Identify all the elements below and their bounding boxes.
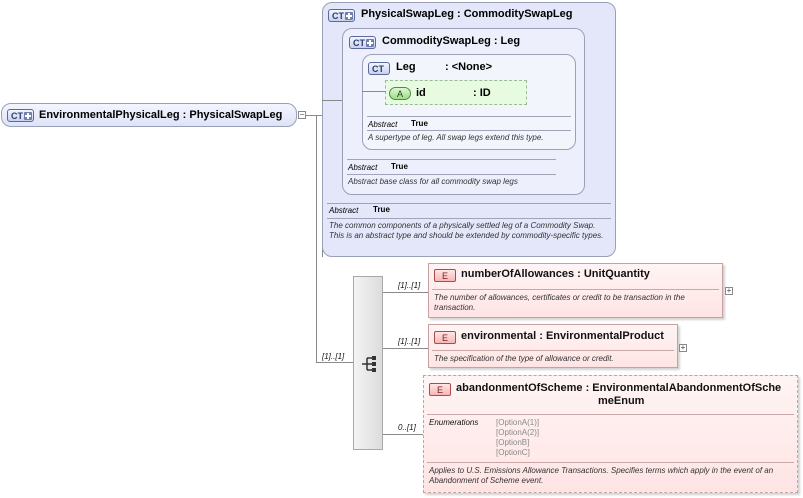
enumeration-value: [OptionA(2)]	[496, 428, 540, 437]
abstract-value: True	[373, 205, 390, 214]
attribute-icon: A	[389, 87, 411, 100]
attribute-name: id	[416, 87, 426, 99]
connector	[383, 292, 428, 293]
abstract-value: True	[391, 162, 408, 171]
element-documentation: The specification of the type of allowan…	[434, 354, 614, 363]
element-documentation: The number of allowances, certificates o…	[434, 293, 685, 312]
physical-swap-leg-title: PhysicalSwapLeg : CommoditySwapLeg	[361, 8, 573, 20]
sequence-compositor[interactable]	[353, 276, 383, 450]
separator	[427, 414, 794, 415]
sequence-compositor-icon	[362, 356, 376, 372]
separator	[347, 174, 556, 175]
element-documentation: Applies to U.S. Emissions Allowance Tran…	[429, 466, 774, 485]
root-type-node[interactable]: CT EnvironmentalPhysicalLeg : PhysicalSw…	[1, 103, 297, 127]
badge-text: CT	[332, 11, 344, 21]
enumerations-label: Enumerations	[429, 418, 479, 427]
root-type-label: EnvironmentalPhysicalLeg : PhysicalSwapL…	[39, 109, 283, 121]
element-title: environmental : EnvironmentalProduct	[461, 330, 664, 342]
element-title-line-1: abandonmentOfScheme : EnvironmentalAband…	[456, 382, 782, 394]
connector	[383, 434, 423, 435]
connector	[316, 362, 353, 363]
element-icon: E	[434, 269, 456, 282]
badge-text: CT	[11, 111, 23, 121]
element-icon: E	[429, 383, 451, 396]
connector	[316, 115, 317, 362]
enumeration-value: [OptionC]	[496, 448, 530, 457]
attribute-id-box[interactable]: A id : ID	[385, 80, 527, 105]
physical-swap-leg-documentation: The common components of a physically se…	[329, 221, 604, 240]
abstract-value: True	[411, 119, 428, 128]
abstract-label: Abstract	[329, 206, 359, 215]
element-title-line-2: meEnum	[598, 395, 645, 407]
separator	[432, 289, 719, 290]
connector	[383, 348, 428, 349]
complex-type-icon: CT	[328, 9, 355, 22]
enumeration-value: [OptionA(1)]	[496, 418, 540, 427]
abstract-label: Abstract	[348, 163, 378, 172]
expand-element-icon[interactable]: +	[725, 286, 733, 295]
complex-type-icon: CT	[368, 62, 390, 75]
element-cardinality: [1]..[1]	[398, 281, 421, 290]
enumeration-value: [OptionB]	[496, 438, 530, 447]
separator	[327, 218, 611, 219]
leg-title-name: Leg	[396, 61, 416, 73]
element-title: numberOfAllowances : UnitQuantity	[461, 268, 650, 280]
element-cardinality: 0..[1]	[398, 423, 416, 432]
element-number-of-allowances[interactable]: E numberOfAllowances : UnitQuantity The …	[428, 263, 723, 318]
attribute-type: : ID	[473, 87, 491, 99]
leg-title-type: : <None>	[445, 61, 493, 73]
physical-swap-leg-box[interactable]: CT PhysicalSwapLeg : CommoditySwapLeg CT…	[322, 2, 616, 257]
sequence-cardinality: [1]..[1]	[322, 352, 345, 361]
separator	[427, 462, 794, 463]
complex-type-icon: CT	[7, 109, 34, 122]
element-icon: E	[434, 331, 456, 344]
element-cardinality: [1]..[1]	[398, 337, 421, 346]
abstract-label: Abstract	[368, 120, 398, 129]
badge-text: CT	[353, 38, 365, 48]
root-expander[interactable]: −	[298, 110, 306, 119]
leg-documentation: A supertype of leg. All swap legs extend…	[368, 133, 544, 142]
commodity-swap-leg-box[interactable]: CT CommoditySwapLeg : Leg CT Leg : <None…	[342, 28, 585, 195]
separator	[327, 203, 611, 204]
badge-text: CT	[372, 64, 384, 74]
connector	[306, 115, 322, 116]
commodity-swap-leg-title: CommoditySwapLeg : Leg	[382, 35, 521, 47]
separator	[367, 116, 571, 117]
connector	[362, 91, 386, 92]
leg-box[interactable]: CT Leg : <None> A id : ID Abstract True …	[362, 54, 576, 150]
separator	[347, 159, 556, 160]
expand-element-icon[interactable]: +	[679, 343, 687, 352]
element-abandonment-of-scheme[interactable]: E abandonmentOfScheme : EnvironmentalAba…	[423, 375, 798, 493]
separator	[367, 130, 571, 131]
element-environmental[interactable]: E environmental : EnvironmentalProduct T…	[428, 324, 678, 368]
complex-type-icon: CT	[349, 36, 376, 49]
separator	[432, 350, 674, 351]
commodity-swap-leg-documentation: Abstract base class for all commodity sw…	[348, 177, 518, 186]
connector	[341, 100, 342, 101]
badge-text: A	[396, 89, 403, 99]
connector	[322, 100, 341, 101]
